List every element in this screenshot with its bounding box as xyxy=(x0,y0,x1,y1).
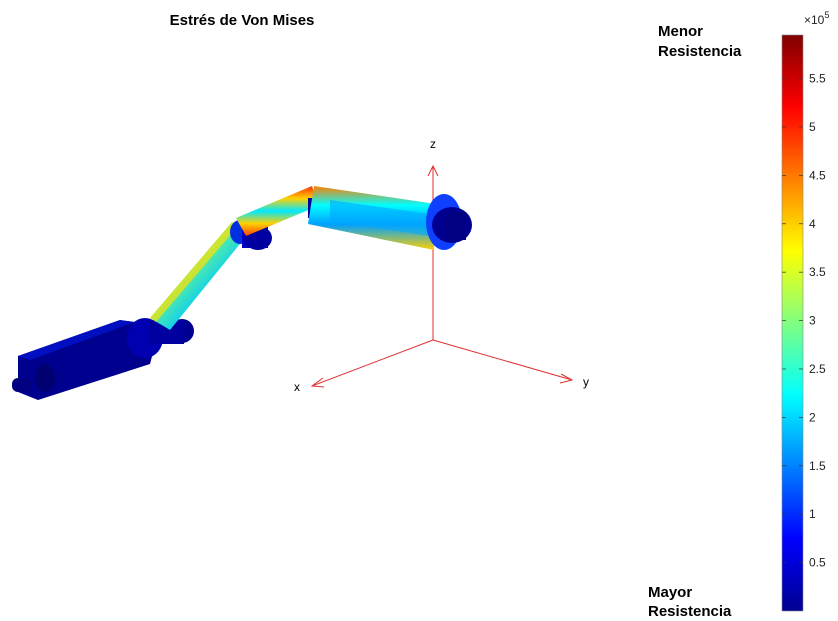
colorbar-bottom-label-line2: Resistencia xyxy=(648,603,732,620)
colorbar-tick-label: 1.5 xyxy=(809,459,826,473)
y-axis-line xyxy=(432,339,573,381)
colorbar-top-label-line2: Resistencia xyxy=(658,43,742,60)
x-axis-line xyxy=(311,339,434,387)
colorbar-tick-label: 4.5 xyxy=(809,168,826,182)
colorbar-tick-label: 4 xyxy=(809,217,816,231)
y-axis-label: y xyxy=(583,375,589,389)
z-axis-arrow-icon xyxy=(427,164,439,177)
colorbar-tick-label: 3.5 xyxy=(809,265,826,279)
colorbar-tick-label: 5 xyxy=(809,120,816,134)
figure-title: Estrés de Von Mises xyxy=(170,12,315,29)
colorbar-tick-label: 0.5 xyxy=(809,556,826,570)
robot-arm-model xyxy=(12,186,472,400)
axes-3d xyxy=(310,164,574,388)
colorbar-tick-label: 2 xyxy=(809,410,816,424)
link-2 xyxy=(236,186,318,236)
colorbar-tick-label: 2.5 xyxy=(809,362,826,376)
colorbar-tick-label: 5.5 xyxy=(809,72,826,86)
colorbar-bottom-label-line1: Mayor xyxy=(648,584,692,601)
colorbar-multiplier: ×105 xyxy=(804,10,829,27)
colorbar-gradient xyxy=(781,34,804,612)
colorbar-tick-label: 1 xyxy=(809,507,816,521)
y-axis-arrow-icon xyxy=(559,373,574,384)
link-1 xyxy=(150,222,248,330)
colorbar-top-label-line1: Menor xyxy=(658,23,703,40)
x-axis-label: x xyxy=(294,380,300,394)
colorbar: 0.5 1 1.5 2 2.5 3 3.5 4 4.5 5 5.5 xyxy=(781,34,826,612)
x-axis-arrow-icon xyxy=(310,377,325,388)
z-axis-label: z xyxy=(430,137,436,151)
colorbar-tick-label: 3 xyxy=(809,314,816,328)
colorbar-ticks: 0.5 1 1.5 2 2.5 3 3.5 4 4.5 5 5.5 xyxy=(782,72,826,570)
